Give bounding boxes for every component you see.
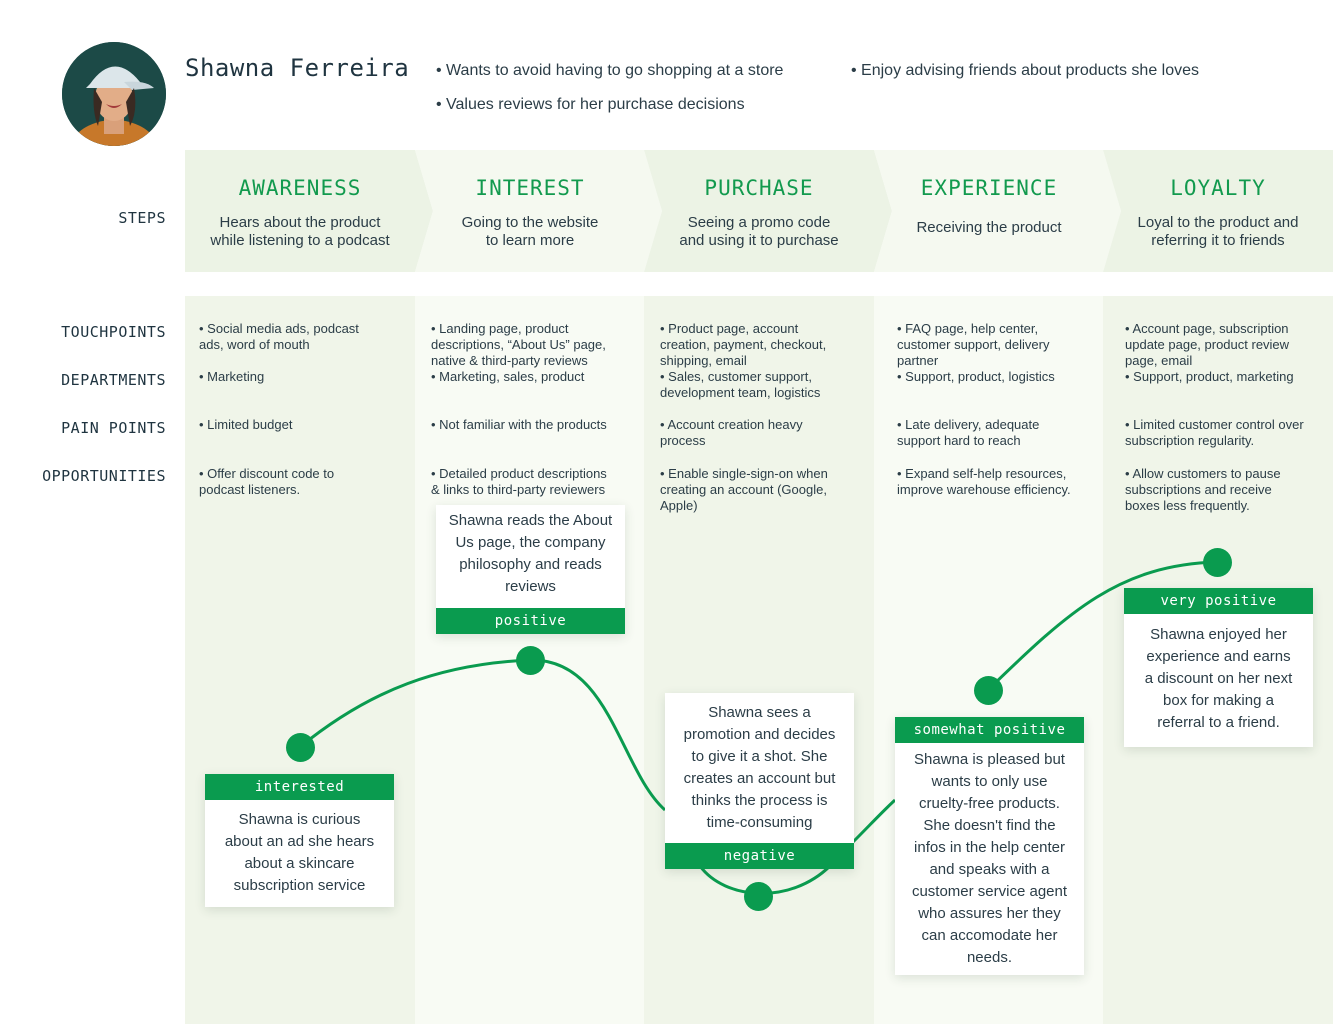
emotion-point-negative xyxy=(744,882,773,911)
stage-description: Receiving the product xyxy=(916,219,1062,236)
persona-name: Shawna Ferreira xyxy=(185,54,410,82)
pain-points-cell: • Not familiar with the products xyxy=(431,417,607,432)
row-label-pain-points: PAIN POINTS xyxy=(61,419,166,437)
step-chevron xyxy=(1103,150,1333,272)
departments-cell: • Marketing, sales, product xyxy=(431,369,585,384)
stage-title: INTEREST xyxy=(475,176,585,200)
sentiment-tag: interested xyxy=(205,774,394,800)
emotion-point-somewhat-positive xyxy=(974,676,1003,705)
step-chevron xyxy=(185,150,433,272)
sentiment-tag: positive xyxy=(436,608,625,634)
persona-goal: • Enjoy advising friends about products … xyxy=(851,62,1200,79)
departments-cell: • Sales, customer support,development te… xyxy=(660,369,821,400)
stage-title: EXPERIENCE xyxy=(920,176,1058,200)
departments-cell: • Support, product, logistics xyxy=(897,369,1055,384)
departments-cell: • Support, product, marketing xyxy=(1125,369,1294,384)
opportunities-cell: • Detailed product descriptions& links t… xyxy=(431,466,607,497)
persona-goal: • Values reviews for her purchase decisi… xyxy=(436,96,745,113)
emotion-point-positive xyxy=(516,646,545,675)
emotion-point-interested xyxy=(286,733,315,762)
pain-points-cell: • Limited budget xyxy=(199,417,293,432)
touchpoints-cell: • FAQ page, help center,customer support… xyxy=(897,321,1050,368)
persona-avatar-icon xyxy=(62,42,166,146)
step-chevron xyxy=(644,150,892,272)
stage-title: AWARENESS xyxy=(238,176,362,200)
stage-title: PURCHASE xyxy=(704,176,814,200)
persona-goal: • Wants to avoid having to go shopping a… xyxy=(436,62,784,79)
row-label-touchpoints: TOUCHPOINTS xyxy=(61,323,166,341)
departments-cell: • Marketing xyxy=(199,369,265,384)
sentiment-tag: very positive xyxy=(1124,588,1313,614)
emotion-line-segment xyxy=(851,798,897,844)
row-label-steps: STEPS xyxy=(118,209,166,227)
stage-title: LOYALTY xyxy=(1170,176,1266,200)
row-label-departments: DEPARTMENTS xyxy=(61,371,166,389)
emotion-line-segment xyxy=(986,560,1218,692)
steps-band xyxy=(185,150,1333,272)
opportunities-cell: • Expand self-help resources,improve war… xyxy=(897,466,1071,497)
sentiment-tag: negative xyxy=(665,843,854,869)
emotion-point-very-positive xyxy=(1203,548,1232,577)
sentiment-tag: somewhat positive xyxy=(895,717,1084,743)
persona-avatar xyxy=(62,42,166,146)
step-chevron xyxy=(415,150,662,272)
row-label-opportunities: OPPORTUNITIES xyxy=(42,467,166,485)
step-chevron xyxy=(874,150,1121,272)
